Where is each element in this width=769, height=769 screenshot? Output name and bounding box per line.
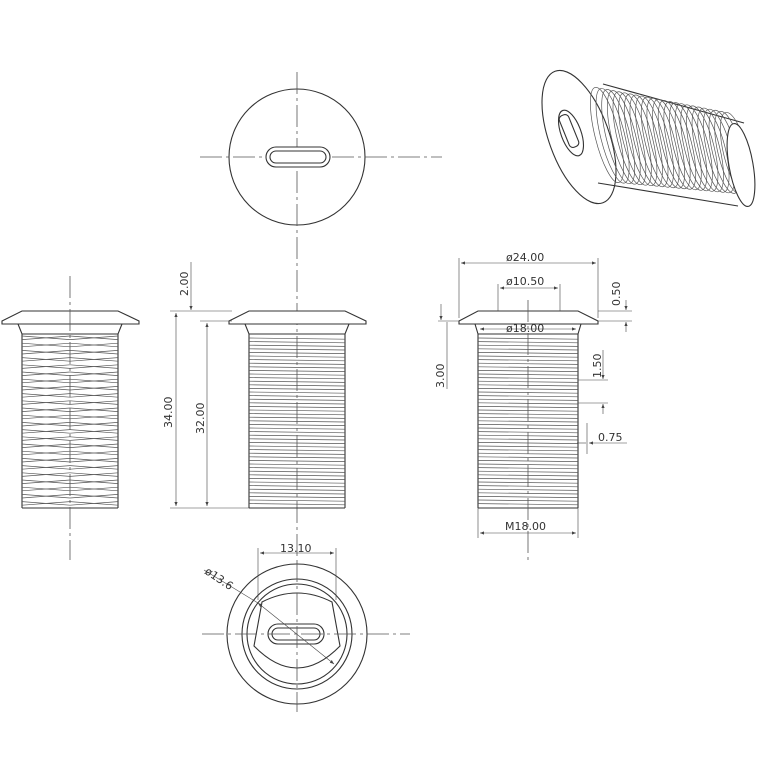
dim-thread-depth: 0.75	[598, 431, 623, 444]
dim-slot-diameter: ø13.6	[202, 565, 235, 593]
middle-side-view	[228, 310, 367, 509]
dim-head-height: 3.00	[434, 364, 447, 389]
dim-top-step: 2.00	[178, 272, 191, 297]
dim-flange-thickness: 0.50	[610, 282, 623, 307]
dim-total-length: 34.00	[162, 397, 175, 429]
dim-body-diameter: ø18.00	[506, 322, 544, 335]
right-dimensions: ø24.00 ø10.50 ø18.00 0.50 3.00 1.50 0.75	[434, 251, 632, 538]
right-side-view	[458, 300, 599, 560]
left-side-view	[1, 276, 140, 560]
dim-thread-length: 32.00	[194, 403, 207, 435]
dim-pitch: 1.50	[591, 354, 604, 379]
dim-slot-width: 13.10	[280, 542, 312, 555]
dim-thread-size: M18.00	[505, 520, 546, 533]
dim-flange-diameter: ø24.00	[506, 251, 544, 264]
iso-view	[541, 69, 756, 207]
dim-hole-diameter: ø10.50	[506, 275, 544, 288]
middle-dimensions: 34.00 32.00 2.00	[162, 262, 249, 509]
